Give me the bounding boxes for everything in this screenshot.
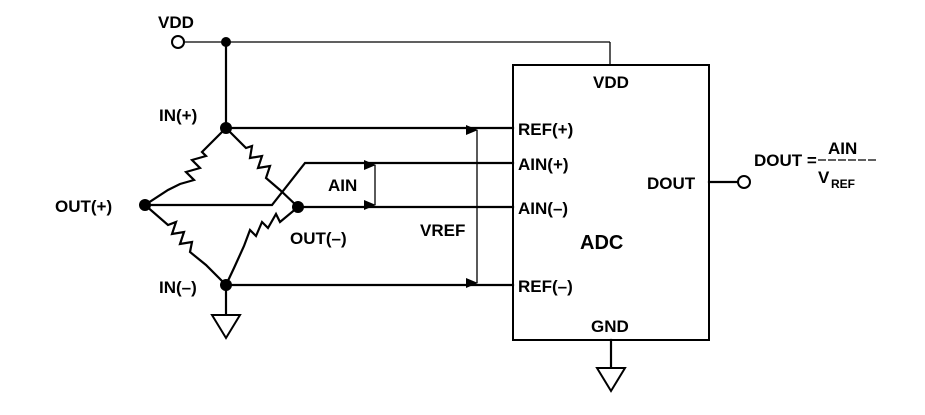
vdd-supply-net [171,35,611,130]
ref-minus-label: REF(–) [518,277,573,296]
vref-diff-label: VREF [420,221,465,240]
ain-diff-label: AIN [328,176,357,195]
ground-symbol-adc [595,338,627,393]
out-plus-label: OUT(+) [55,197,112,216]
dout-output [707,175,751,189]
adc-vdd-label: VDD [593,73,629,92]
in-plus-label: IN(+) [159,106,197,125]
equation-denominator-sub: REF [831,177,855,191]
ground-symbol-bridge [210,314,242,340]
dout-pin-label: DOUT [647,174,696,193]
equation-numerator: AIN [828,139,857,158]
vdd-top-label: VDD [158,13,194,32]
adc-name-label: ADC [580,232,623,254]
equation-denominator-v: V [818,168,830,187]
node-in-plus [220,122,232,134]
ain-minus-label: AIN(–) [518,199,568,218]
adc-block [512,64,710,341]
out-minus-label: OUT(–) [290,229,347,248]
node-out-plus [139,199,151,211]
node-in-minus [220,279,232,291]
node-out-minus [292,201,304,213]
equation-lhs: DOUT = [754,151,817,170]
in-minus-label: IN(–) [159,278,197,297]
gnd-label: GND [591,317,629,336]
ain-plus-label: AIN(+) [518,155,569,174]
wheatstone-bridge [139,122,515,317]
ref-plus-label: REF(+) [518,120,573,139]
dout-equation: DOUT = AIN V REF [754,139,878,191]
